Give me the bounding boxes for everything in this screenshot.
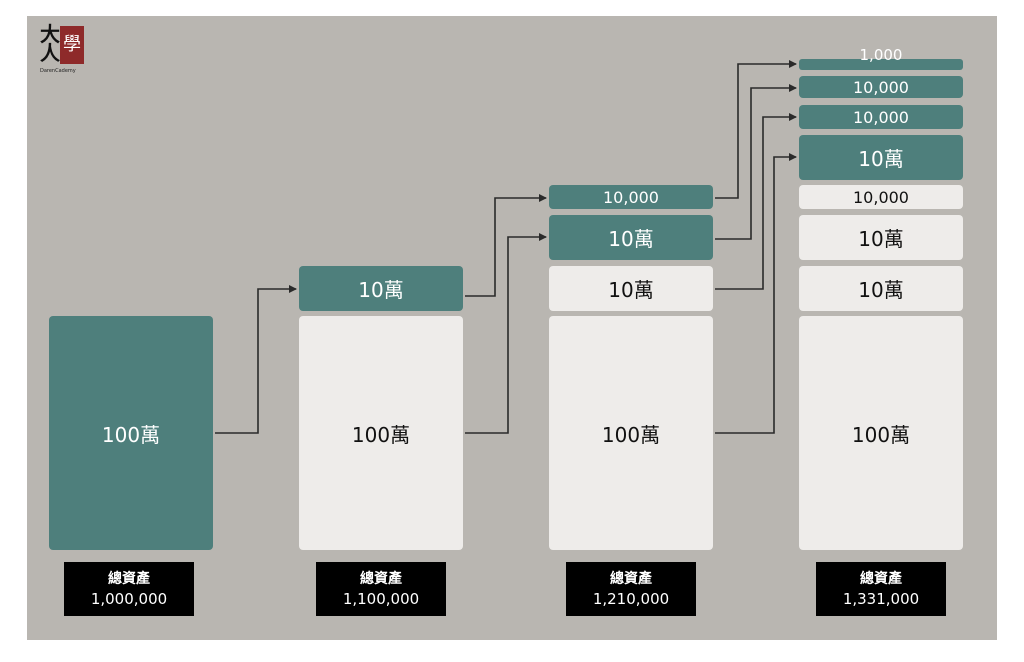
logo-char-ren: 人: [40, 41, 60, 65]
total-assets-year0: 總資產 1,000,000: [64, 562, 194, 616]
total-value: 1,331,000: [842, 590, 920, 608]
arrow-interest-to-interest-3b: [715, 113, 797, 290]
block-year1-principal: 100萬: [299, 316, 463, 550]
block-year3-prior-interest-b: 10萬: [799, 215, 963, 260]
block-year3-interest: 10萬: [799, 135, 963, 180]
arrow-interest-to-interest-3a: [715, 84, 797, 240]
arrow-principal-to-interest-1: [215, 285, 297, 434]
total-value: 1,100,000: [342, 590, 420, 608]
block-year3-interest-small-label: 1,000: [859, 46, 903, 64]
total-value: 1,210,000: [592, 590, 670, 608]
total-label: 總資產: [360, 571, 402, 587]
logo-char-da: 大: [40, 22, 60, 46]
arrow-small-to-small-3: [715, 60, 797, 199]
arrow-interest-to-interest-2: [465, 194, 547, 297]
total-value: 1,000,000: [90, 590, 168, 608]
total-assets-year2: 總資產 1,210,000: [566, 562, 696, 616]
total-label: 總資產: [610, 571, 652, 587]
block-year3-prior-interest-a: 10萬: [799, 266, 963, 311]
block-year3-prior-small: 10,000: [799, 185, 963, 209]
arrow-principal-to-interest-3: [715, 153, 797, 434]
block-year3-principal: 100萬: [799, 316, 963, 550]
block-year3-interest-b: 10,000: [799, 76, 963, 98]
block-year1-interest: 10萬: [299, 266, 463, 311]
block-year2-interest: 10萬: [549, 215, 713, 260]
arrow-principal-to-interest-2: [465, 233, 547, 434]
block-year0-principal: 100萬: [49, 316, 213, 550]
block-year3-interest-small: [799, 59, 963, 70]
logo: 大 人 學 DarenCademy: [40, 24, 92, 80]
block-year2-principal: 100萬: [549, 316, 713, 550]
block-year3-interest-a: 10,000: [799, 105, 963, 129]
logo-brand: DarenCademy: [40, 68, 76, 74]
block-year2-prior-interest: 10萬: [549, 266, 713, 311]
total-assets-year3: 總資產 1,331,000: [816, 562, 946, 616]
logo-char-xue: 學: [60, 26, 84, 64]
total-label: 總資產: [108, 571, 150, 587]
total-label: 總資產: [860, 571, 902, 587]
total-assets-year1: 總資產 1,100,000: [316, 562, 446, 616]
block-year2-interest-on-interest: 10,000: [549, 185, 713, 209]
